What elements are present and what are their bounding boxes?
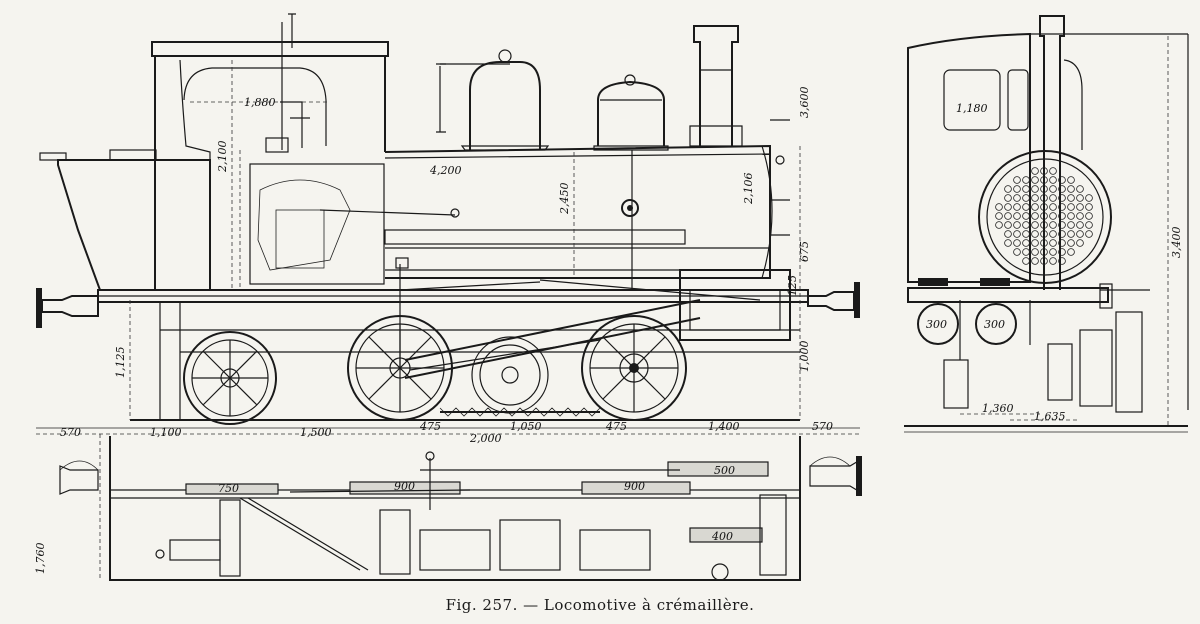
dim-front-overhang: 570: [812, 420, 833, 433]
dim-smokebox-height: 2,106: [742, 173, 755, 206]
dim-tank-length: 4,200: [429, 164, 462, 177]
dim-axle-height: 1,000: [798, 341, 811, 373]
dimension-labels: 1,880 2,100 4,200 2,450 2,106 3,600 675 …: [34, 87, 1183, 575]
dim-plan-3: 900: [624, 480, 645, 493]
dim-plan-4: 500: [714, 464, 735, 477]
dim-cab-width: 1,880: [244, 96, 276, 109]
dim-wheelbase-1: 1,500: [300, 426, 332, 439]
dim-rack-1: 475: [419, 420, 441, 433]
dim-cyl-left: 300: [926, 318, 947, 331]
boiler-tubes: [995, 167, 1093, 265]
dim-rack-center: 1,050: [510, 420, 542, 433]
dim-rack-2: 475: [605, 420, 627, 433]
dim-plan-2: 900: [394, 480, 415, 493]
dim-cab-height: 2,100: [216, 141, 229, 174]
end-elevation: [904, 15, 1189, 433]
dim-cyl-right: 300: [984, 318, 1005, 331]
dim-rack-span: 2,000: [469, 432, 502, 445]
dimension-lines: [36, 36, 1169, 580]
dim-end-window: 1,180: [956, 102, 988, 115]
dim-rear-wheelbase: 1,100: [150, 426, 182, 439]
plan-view: [59, 436, 862, 581]
dim-front-buffer: 125: [786, 275, 799, 296]
dim-end-height: 3,400: [1170, 227, 1183, 259]
side-elevation: [36, 13, 860, 429]
dim-boiler-height: 2,450: [558, 183, 571, 216]
dim-track-width: 1,635: [1034, 410, 1066, 423]
figure-caption: Fig. 257. — Locomotive à crémaillère.: [445, 596, 755, 614]
dim-buffer-height: 675: [798, 241, 811, 262]
dim-total-height: 3,600: [798, 87, 811, 119]
dim-wheel-height: 1,125: [114, 347, 127, 379]
dim-plan-1: 750: [218, 482, 239, 495]
dim-gauge: 1,360: [982, 402, 1014, 415]
dim-rear-overhang: 570: [60, 426, 81, 439]
dim-plan-side: 1,760: [34, 543, 47, 575]
dim-plan-5: 400: [711, 530, 733, 543]
dim-front-span: 1,400: [708, 420, 740, 433]
